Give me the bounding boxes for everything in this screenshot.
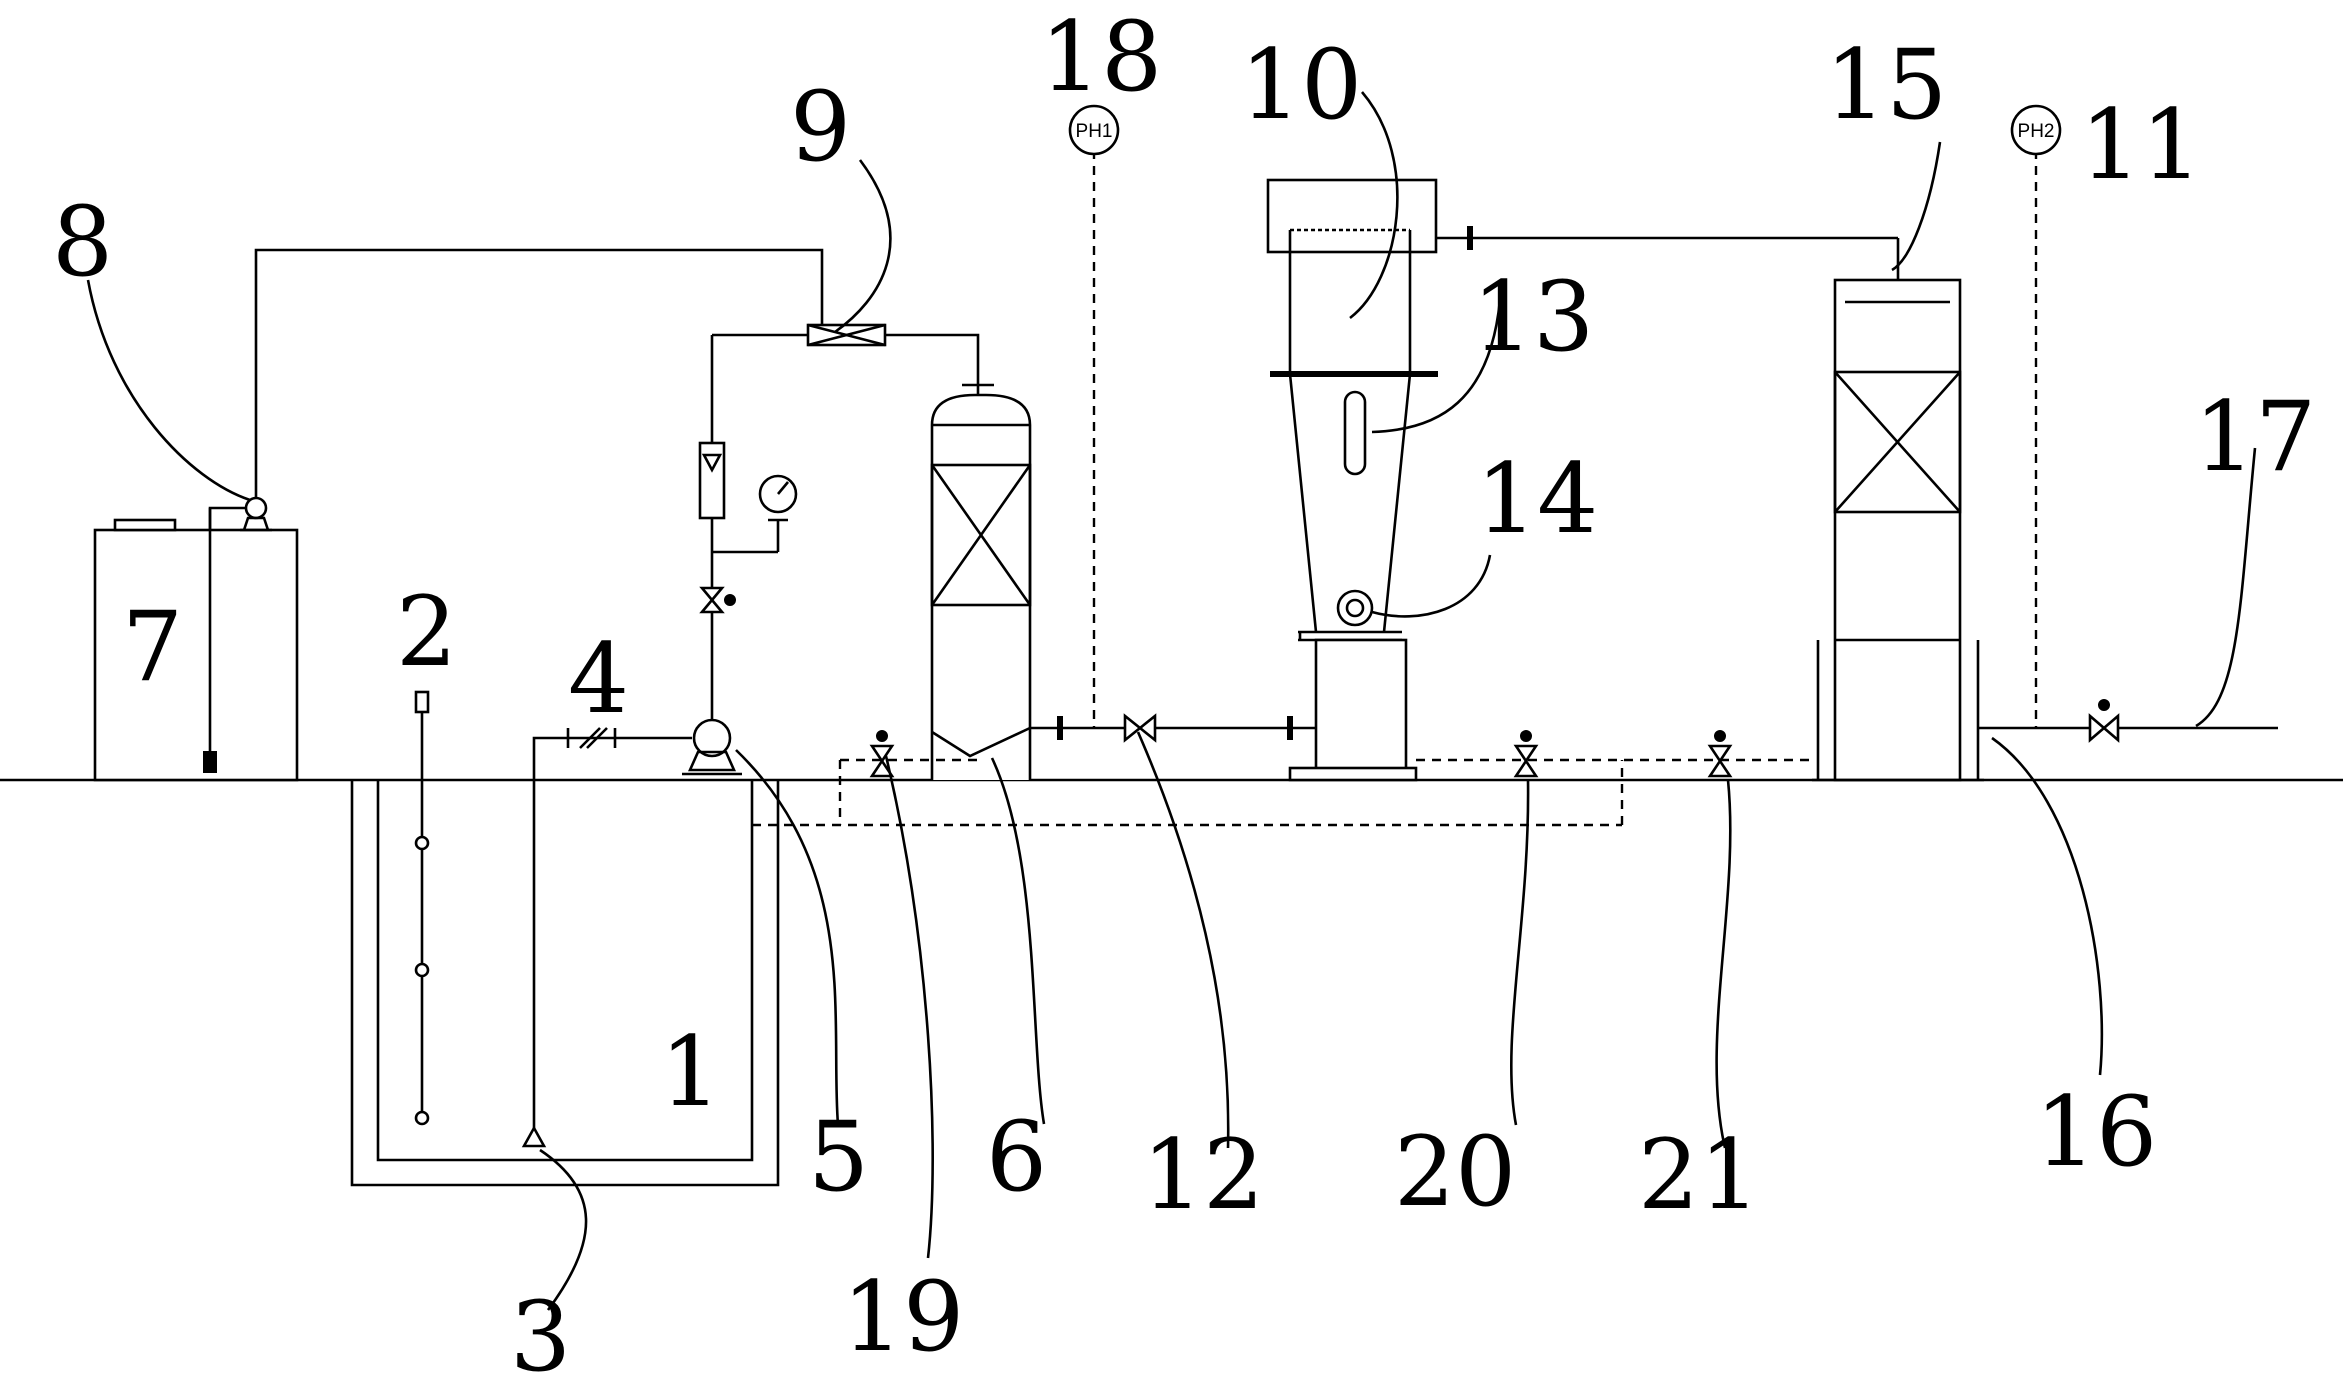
- transfer-valve: [1123, 713, 1157, 743]
- reagent-tank: [93, 506, 299, 782]
- ph1-tag: PH1: [1076, 121, 1113, 142]
- label-13: 13: [1472, 261, 1594, 373]
- label-8: 8: [52, 186, 113, 298]
- drain-valve-21: [1707, 730, 1733, 778]
- dosing-pump: [240, 248, 824, 532]
- label-12: 12: [1142, 1119, 1264, 1231]
- discharge-pipe: [698, 333, 808, 720]
- label-18: 18: [1040, 1, 1162, 113]
- clean-water-tank: [1812, 640, 1984, 782]
- level-sensor: [414, 690, 430, 1126]
- label-6: 6: [986, 1101, 1047, 1213]
- label-16: 16: [2035, 1076, 2157, 1188]
- gas-liquid-mixer: [806, 323, 994, 400]
- label-15: 15: [1825, 29, 1947, 141]
- sight-glass: [1343, 390, 1367, 476]
- suction-pipe: [521, 736, 568, 1148]
- label-5: 5: [808, 1101, 869, 1213]
- label-2: 2: [396, 576, 457, 688]
- filter-column: [1833, 278, 1962, 782]
- outlet-pipe: [1978, 699, 2278, 743]
- label-3: 3: [510, 1281, 571, 1382]
- label-10: 10: [1240, 29, 1362, 141]
- ph-probe-2: PH2: [2010, 104, 2062, 728]
- drain-network: [752, 758, 1812, 827]
- ph-probe-1: PH1: [1068, 104, 1120, 728]
- transfer-pipe: [1030, 716, 1316, 740]
- label-7: 7: [122, 591, 183, 703]
- lift-pump: [682, 718, 742, 776]
- settling-cone: [1266, 178, 1438, 782]
- stirrer: [1336, 589, 1374, 627]
- label-4: 4: [568, 623, 629, 735]
- label-14: 14: [1476, 443, 1598, 555]
- drain-valve-20: [1513, 730, 1539, 778]
- reaction-column: [930, 393, 1032, 780]
- callout-labels: 1 2 3 4 5 6 7 8 9 10 11 12 13 14 15 16 1…: [52, 1, 2316, 1382]
- collection-pit: [350, 780, 780, 1187]
- label-19: 19: [842, 1261, 964, 1373]
- leader-lines: [86, 91, 2257, 1311]
- strainer-valve: [566, 727, 692, 749]
- label-21: 21: [1638, 1119, 1760, 1231]
- ph2-tag: PH2: [2018, 121, 2055, 142]
- drain-valve-19: [869, 730, 895, 778]
- label-11: 11: [2080, 89, 2202, 201]
- label-20: 20: [1394, 1116, 1516, 1228]
- label-9: 9: [790, 71, 851, 183]
- label-17: 17: [2194, 381, 2316, 493]
- label-1: 1: [660, 1016, 721, 1128]
